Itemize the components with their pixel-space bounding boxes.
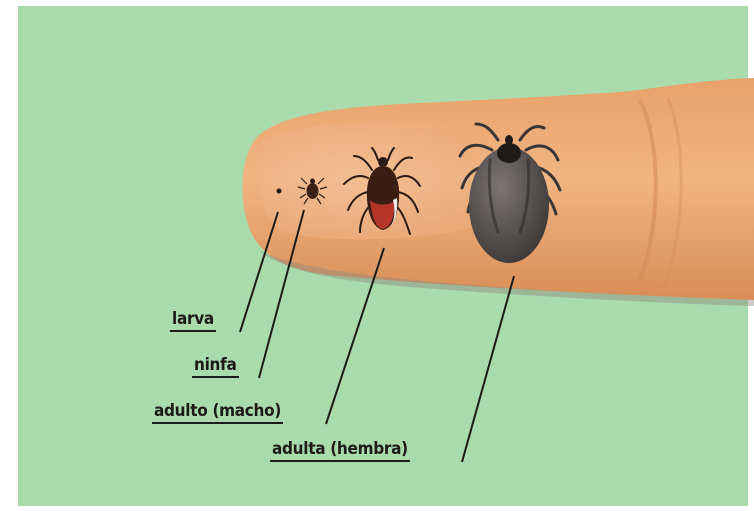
label-ninfa: ninfa — [192, 355, 239, 378]
label-adulto-macho: adulto (macho) — [152, 401, 283, 424]
leader-line-hembra — [462, 276, 514, 462]
label-adulta-hembra: adulta (hembra) — [270, 439, 410, 462]
label-larva: larva — [170, 309, 216, 332]
fingernail — [257, 121, 473, 240]
larva-tick-icon — [277, 189, 282, 194]
